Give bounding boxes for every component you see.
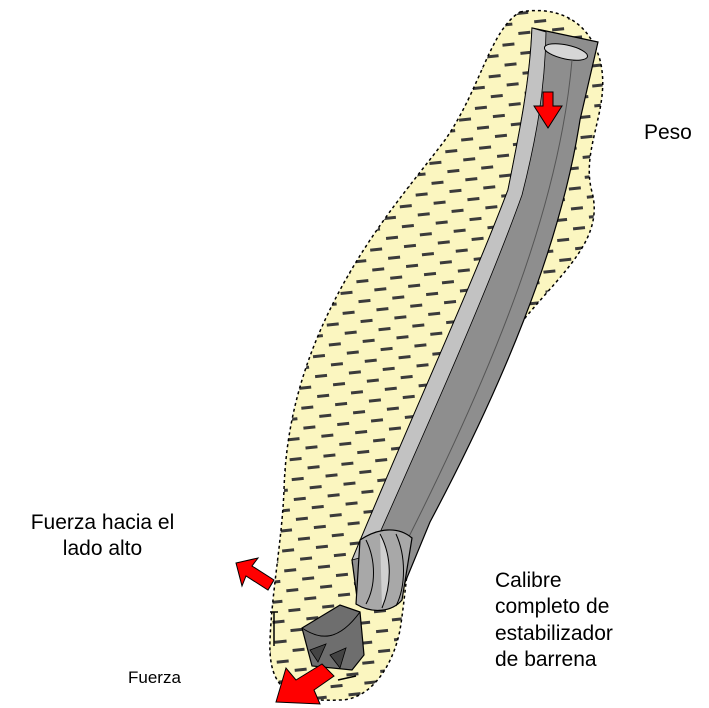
force-label: Fuerza [128,668,181,689]
high-side-force-arrow-icon [236,558,274,590]
high-side-force-label: Fuerza hacia el lado alto [10,510,195,561]
stabilizer-label: Calibre completo de estabilizador de bar… [495,568,613,673]
weight-label: Peso [644,120,692,146]
